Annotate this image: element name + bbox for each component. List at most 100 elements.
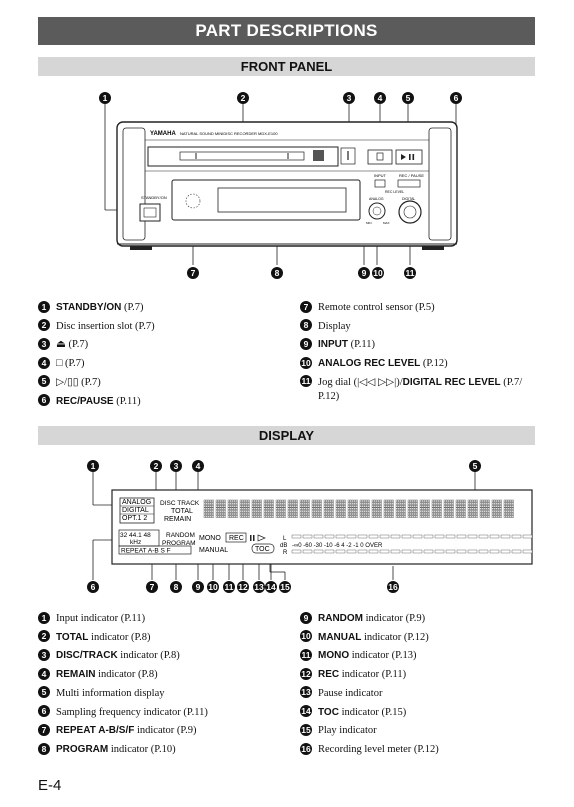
meter-segment [511,534,522,539]
matrix-dot [229,502,232,505]
matrix-dot [461,502,464,505]
matrix-dot [475,512,478,516]
matrix-dot [391,505,394,508]
matrix-dot [325,507,328,510]
matrix-dot [231,507,234,510]
matrix-dot [473,505,476,508]
matrix-dot [267,499,270,503]
matrix-dot [277,515,280,518]
matrix-dot [371,499,374,503]
matrix-dot [361,510,364,513]
meter-segment [401,549,412,554]
matrix-dot [311,505,314,508]
matrix-dot [397,505,400,508]
matrix-dot [413,505,416,508]
matrix-dot [399,510,402,513]
matrix-dot [315,502,318,505]
matrix-dot [397,502,400,505]
matrix-dot [311,502,314,505]
matrix-dot [317,505,320,508]
matrix-dot [337,515,340,518]
matrix-dot [293,510,296,513]
matrix-dot [329,512,332,516]
digital-label: DIGITAL [402,197,415,201]
matrix-dot [353,505,356,508]
input-analog-text: ANALOG [122,499,151,506]
meter-l-text: L [283,536,287,542]
matrix-dot [255,507,258,510]
matrix-dot [399,505,402,508]
matrix-dot [337,502,340,505]
matrix-dot [203,505,206,508]
matrix-dot [239,507,242,510]
matrix-dot [443,502,446,505]
matrix-dot [439,515,442,518]
meter-segment [379,549,390,554]
matrix-dot [471,515,474,518]
matrix-dot [271,515,274,518]
list-item: 4□ (P.7) [38,355,288,374]
matrix-dot [385,505,388,508]
matrix-dot [395,515,398,518]
matrix-dot [445,510,448,513]
matrix-dot [475,505,478,508]
matrix-dot [479,507,482,510]
matrix-dot [427,502,430,505]
matrix-dot [293,507,296,510]
matrix-dot [385,510,388,513]
matrix-dot [325,502,328,505]
matrix-dot [293,515,296,518]
callout-d-11: 11 [223,581,235,593]
matrix-dot [371,512,374,516]
matrix-dot [259,502,262,505]
matrix-dot [317,507,320,510]
matrix-dot [499,512,502,516]
matrix-dot [509,505,512,508]
matrix-dot [347,502,350,505]
matrix-dot [367,512,370,516]
matrix-dot [409,515,412,518]
matrix-dot [315,505,318,508]
matrix-dot [207,499,210,503]
matrix-dot [445,507,448,510]
matrix-dot [317,515,320,518]
matrix-dot [399,515,402,518]
callout-d-12: 12 [237,581,249,593]
matrix-dot [383,507,386,510]
matrix-dot [363,499,366,503]
matrix-dot [313,502,316,505]
matrix-dot [355,512,358,516]
matrix-dot [299,510,302,513]
matrix-dot [493,515,496,518]
matrix-dot [373,510,376,513]
matrix-dot [473,510,476,513]
matrix-dot [419,499,422,503]
matrix-dot [303,512,306,516]
matrix-dot [289,512,292,516]
matrix-dot [353,502,356,505]
matrix-dot [461,515,464,518]
callout-fp-2: 2 [237,92,249,104]
matrix-dot [253,512,256,516]
matrix-dot [365,507,368,510]
matrix-dot [291,502,294,505]
matrix-dot [503,499,506,503]
matrix-dot [511,515,514,518]
matrix-dot [411,502,414,505]
meter-segment [291,549,302,554]
matrix-dot [267,512,270,516]
matrix-dot [219,505,222,508]
matrix-dot [379,502,382,505]
matrix-dot [503,510,506,513]
matrix-dot [277,507,280,510]
meter-segment [324,549,335,554]
matrix-dot [505,505,508,508]
matrix-dot [359,505,362,508]
matrix-dot [409,507,412,510]
matrix-dot [283,512,286,516]
matrix-dot [229,505,232,508]
matrix-dot [339,502,342,505]
meter-segment [478,534,489,539]
